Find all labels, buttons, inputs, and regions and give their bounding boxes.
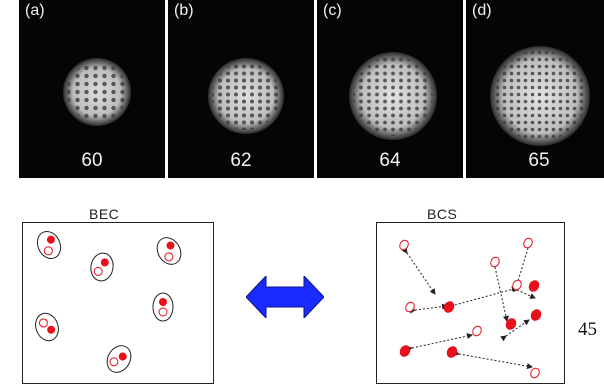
pair-link	[406, 333, 473, 352]
molecule	[156, 237, 182, 265]
pair-link	[401, 247, 436, 295]
panel-a: (a) 60	[19, 0, 165, 178]
double-arrow-icon	[246, 276, 324, 318]
panel-label: (b)	[174, 2, 194, 19]
pair-link	[453, 350, 533, 370]
panel-label: (c)	[323, 2, 342, 19]
molecule	[90, 252, 114, 282]
panel-value: 62	[230, 150, 252, 171]
panel-b: (b) 62	[168, 0, 314, 178]
bcs-title: BCS	[427, 206, 458, 222]
panel-value: 64	[379, 150, 401, 171]
pair-link	[490, 261, 509, 322]
molecule	[152, 292, 174, 322]
bec-molecules-diagram	[35, 230, 182, 373]
molecule	[106, 345, 132, 373]
vortex-lattice-image	[208, 58, 284, 134]
panel-label: (a)	[25, 2, 45, 19]
panel-d: (d) 65	[466, 0, 604, 178]
vortex-lattice-image	[490, 46, 590, 146]
vortex-lattice-image	[349, 52, 437, 140]
panel-c: (c) 64	[317, 0, 463, 178]
pair-link	[511, 285, 536, 299]
molecule	[36, 230, 62, 260]
molecule	[35, 312, 59, 342]
bcs-box	[376, 222, 565, 384]
pair-link	[500, 319, 530, 342]
bec-title: BEC	[89, 206, 120, 222]
pair-link	[445, 286, 518, 311]
vortex-lattice-image	[63, 58, 131, 126]
vortex-image-strip: (a) 60 (b) 62	[19, 0, 604, 178]
bcs-pairs-diagram	[399, 237, 542, 379]
panel-label: (d)	[472, 2, 492, 19]
panel-value: 60	[81, 150, 103, 171]
bec-box	[22, 222, 214, 384]
pair-link	[409, 303, 448, 314]
panel-value: 65	[528, 150, 550, 171]
page-number: 45	[578, 319, 597, 340]
